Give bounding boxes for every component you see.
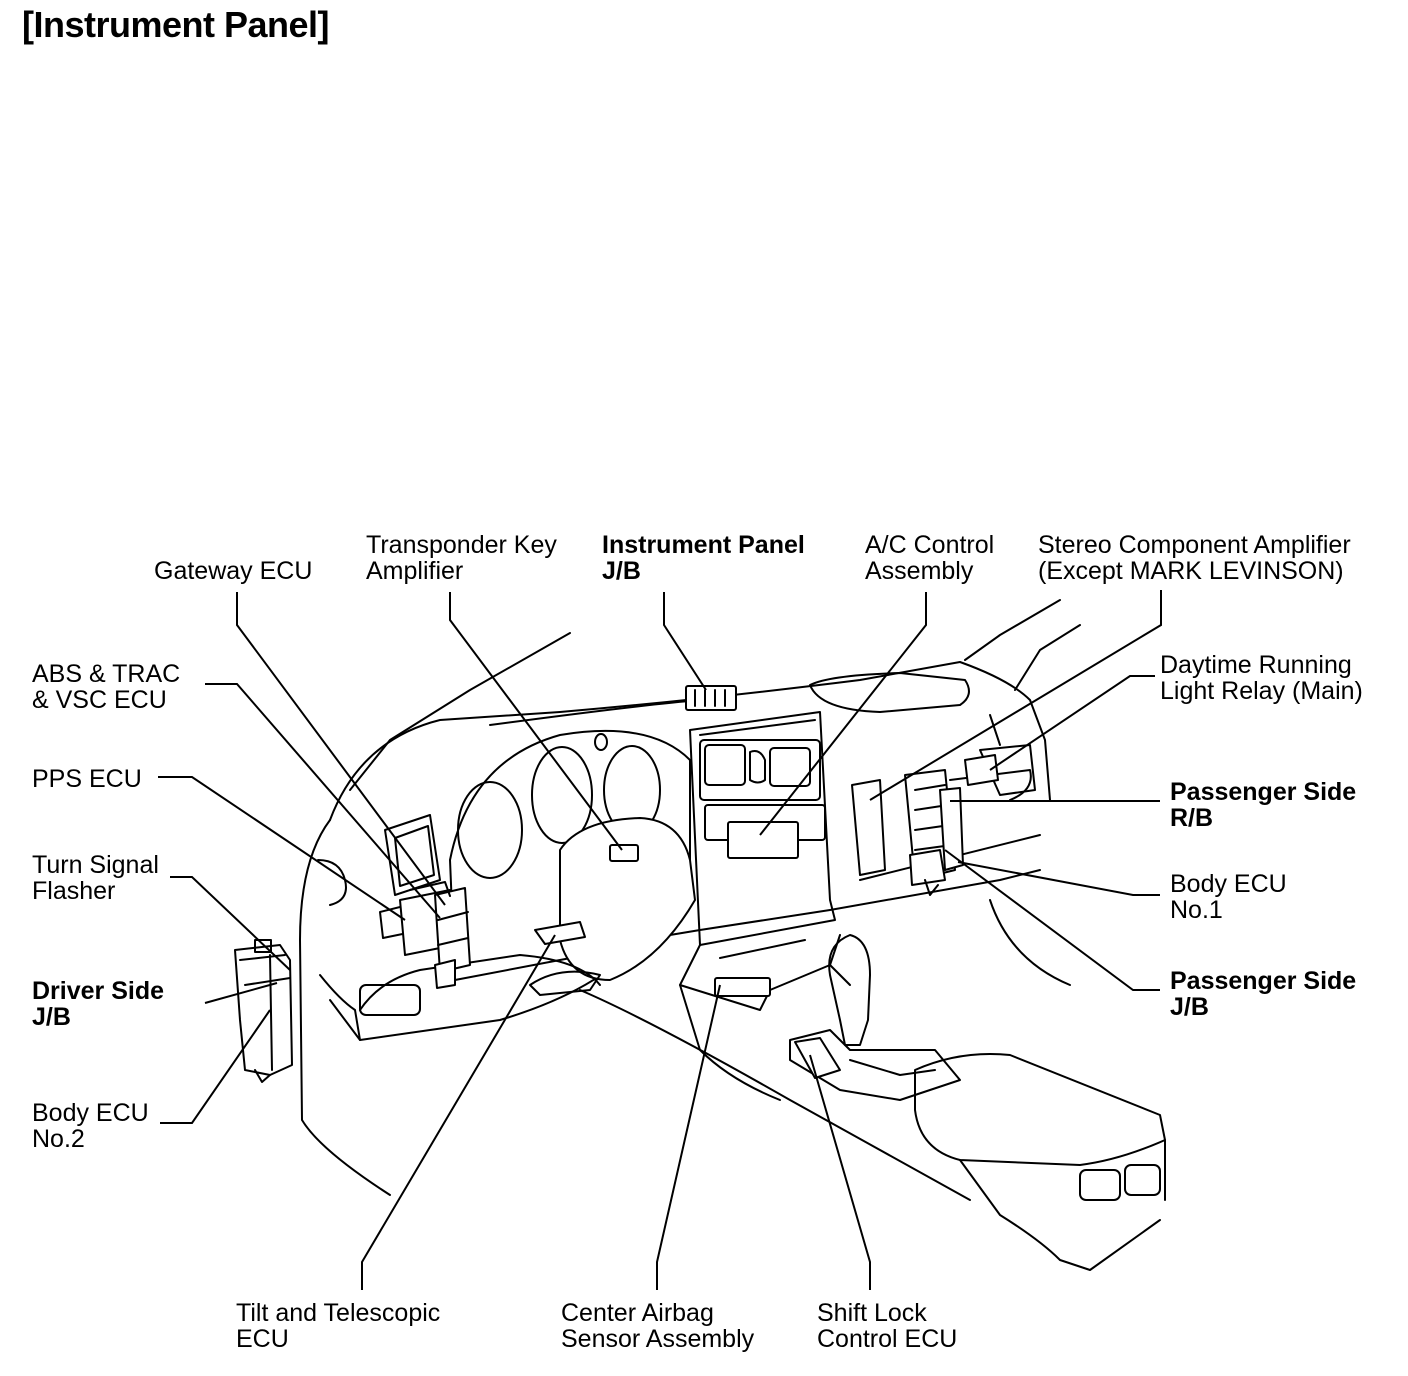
label-ac-control-assembly: A/C Control Assembly xyxy=(865,532,994,584)
label-line: J/B xyxy=(602,557,641,585)
label-line: Daytime Running xyxy=(1160,651,1352,679)
label-abs-trac-vsc-ecu: ABS & TRAC & VSC ECU xyxy=(32,661,180,713)
label-line: ECU xyxy=(236,1325,289,1353)
label-line: Control ECU xyxy=(817,1325,958,1353)
label-line: R/B xyxy=(1170,804,1214,832)
label-line: Light Relay (Main) xyxy=(1160,677,1363,705)
label-gateway-ecu: Gateway ECU xyxy=(154,558,312,584)
label-line: Passenger Side xyxy=(1170,967,1357,995)
tilt-ecu-drawing xyxy=(534,921,586,945)
label-line: Stereo Component Amplifier xyxy=(1038,531,1351,559)
shift-lock-ecu-drawing xyxy=(794,1037,841,1079)
label-line: Assembly xyxy=(865,557,974,585)
label-line: Passenger Side xyxy=(1170,778,1357,806)
label-line: Sensor Assembly xyxy=(561,1325,755,1353)
leader-lines xyxy=(158,590,1162,1290)
label-driver-side-jb: Driver Side J/B xyxy=(32,978,164,1030)
label-daytime-running-light-relay: Daytime Running Light Relay (Main) xyxy=(1160,652,1363,704)
label-line: Flasher xyxy=(32,877,116,905)
label-line: No.2 xyxy=(32,1125,85,1153)
label-passenger-side-jb: Passenger Side J/B xyxy=(1170,968,1356,1020)
airbag-sensor-drawing xyxy=(714,977,771,997)
label-line: No.1 xyxy=(1170,896,1223,924)
label-line: Tilt and Telescopic xyxy=(236,1299,441,1327)
label-line: Instrument Panel xyxy=(602,531,805,559)
instrument-panel-jb-drawing xyxy=(685,685,737,711)
label-transponder-key-amplifier: Transponder Key Amplifier xyxy=(366,532,557,584)
label-line: Gateway ECU xyxy=(154,557,313,585)
label-line: Shift Lock xyxy=(817,1299,927,1327)
label-line: Turn Signal xyxy=(32,851,159,879)
label-body-ecu-no2: Body ECU No.2 xyxy=(32,1100,149,1152)
label-line: (Except MARK LEVINSON) xyxy=(1038,557,1344,585)
label-line: Transponder Key xyxy=(366,531,557,559)
label-line: J/B xyxy=(1170,993,1209,1021)
label-line: ABS & TRAC xyxy=(32,660,181,688)
label-line: Driver Side xyxy=(32,977,165,1005)
label-line: J/B xyxy=(32,1003,71,1031)
label-line: Amplifier xyxy=(366,557,464,585)
transponder-key-amp-drawing xyxy=(609,844,639,862)
label-line: Center Airbag xyxy=(561,1299,714,1327)
driver-side-jb-drawing xyxy=(234,939,293,1083)
left-ecu-cluster-drawing xyxy=(379,881,471,989)
page-title: [Instrument Panel] xyxy=(22,4,330,45)
label-line: A/C Control xyxy=(865,531,995,559)
label-line: Body ECU xyxy=(32,1099,149,1127)
label-turn-signal-flasher: Turn Signal Flasher xyxy=(32,852,159,904)
label-passenger-side-rb: Passenger Side R/B xyxy=(1170,779,1356,831)
label-instrument-panel-jb: Instrument Panel J/B xyxy=(602,532,805,584)
label-line: Body ECU xyxy=(1170,870,1287,898)
label-line: & VSC ECU xyxy=(32,686,167,714)
ac-control-drawing xyxy=(727,821,799,859)
label-shift-lock-control-ecu: Shift Lock Control ECU xyxy=(817,1300,957,1352)
label-center-airbag-sensor: Center Airbag Sensor Assembly xyxy=(561,1300,754,1352)
label-body-ecu-no1: Body ECU No.1 xyxy=(1170,871,1287,923)
label-tilt-telescopic-ecu: Tilt and Telescopic ECU xyxy=(236,1300,440,1352)
label-line: PPS ECU xyxy=(32,765,142,793)
label-stereo-component-amplifier: Stereo Component Amplifier (Except MARK … xyxy=(1038,532,1351,584)
label-pps-ecu: PPS ECU xyxy=(32,766,142,792)
